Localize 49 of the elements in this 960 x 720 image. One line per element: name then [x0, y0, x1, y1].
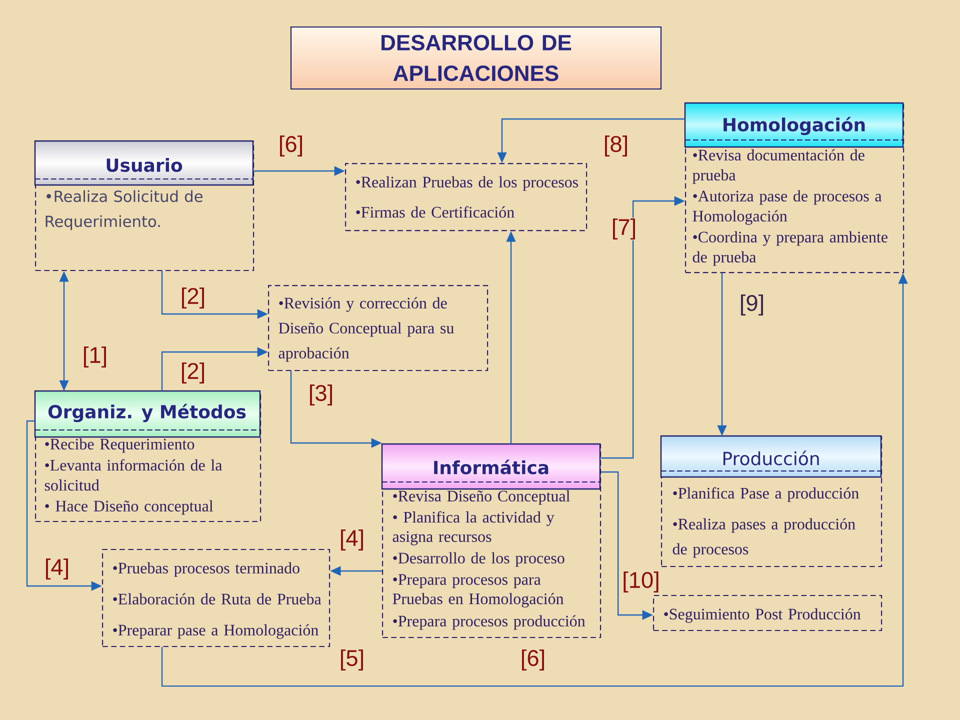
title-box: DESARROLLO DE APLICACIONES	[290, 26, 662, 90]
role-card	[684, 102, 904, 274]
edge-label: [9]	[738, 294, 766, 316]
bullet-item: •Preparar pase a Homologación	[113, 624, 318, 639]
bullet-item: •Planifica Pase a producción	[673, 487, 859, 502]
edge-label: [2]	[180, 362, 206, 384]
edge-label: [1]	[82, 346, 108, 368]
edge-label: [4]	[338, 528, 366, 552]
activity-box	[102, 549, 330, 648]
edge-label: [5]	[338, 648, 366, 672]
role-card	[34, 140, 254, 272]
bullet-item: •Desarrollo de los proceso	[393, 552, 564, 567]
bullet-item: •Autoriza pase de procesos a Homologación	[692, 190, 882, 225]
edge-label: [3]	[308, 384, 334, 406]
role-card	[381, 443, 602, 638]
bullet-item: •Prepara procesos producción	[393, 615, 586, 630]
bullet-item: •Firmas de Certificación	[356, 206, 514, 218]
role-card	[660, 435, 882, 568]
bullet-item: •Realiza Solicitud de Requerimiento.	[46, 190, 202, 230]
activity-box	[653, 595, 882, 632]
box-heading: Usuario	[106, 158, 182, 172]
bullet-item: •Revisa documentación de prueba	[692, 149, 864, 184]
edge-label: [4]	[44, 558, 70, 580]
role-card	[34, 390, 262, 522]
edge-label: [8]	[602, 134, 630, 158]
edge-label: [2]	[180, 286, 206, 310]
activity-box	[345, 163, 588, 232]
bullet-item: •Realizan Pruebas de los procesos	[356, 176, 578, 191]
step-number: [6]	[522, 649, 544, 671]
activity-box	[268, 285, 488, 372]
bullet-item: •Revisión y corrección de Diseño Conceptual para su aprobación	[278, 297, 454, 362]
bullet-item: •Seguimiento Post Producción	[664, 608, 861, 623]
box-heading: Informática	[434, 460, 548, 474]
bullet-item: •Revisa Diseño Conceptual	[393, 490, 570, 505]
bullet-item: • Hace Diseño conceptual	[45, 500, 214, 515]
edge-label: [7]	[610, 218, 638, 240]
box-heading: Organiz. y Métodos	[48, 404, 246, 422]
bullet-item: •Pruebas procesos terminado	[113, 562, 300, 577]
edge-label: [10]	[621, 570, 661, 594]
bullet-item: •Elaboración de Ruta de Prueba	[113, 593, 322, 605]
bullet-item: •Realiza pases a producción de procesos	[672, 518, 856, 558]
edge-label: [6]	[278, 134, 304, 158]
bullet-item: •Prepara procesos para Pruebas en Homologación	[392, 574, 564, 608]
bullet-item: • Planifica la actividad y asigna recursos	[392, 511, 554, 546]
bullet-item: •Recibe Requerimiento	[45, 438, 194, 453]
bullet-item: •Coordina y prepara ambiente de prueba	[692, 231, 888, 266]
box-heading: Homologación	[724, 116, 865, 136]
bullet-item: •Levanta información de la solicitud	[44, 459, 222, 491]
box-heading: Producción	[723, 450, 819, 466]
